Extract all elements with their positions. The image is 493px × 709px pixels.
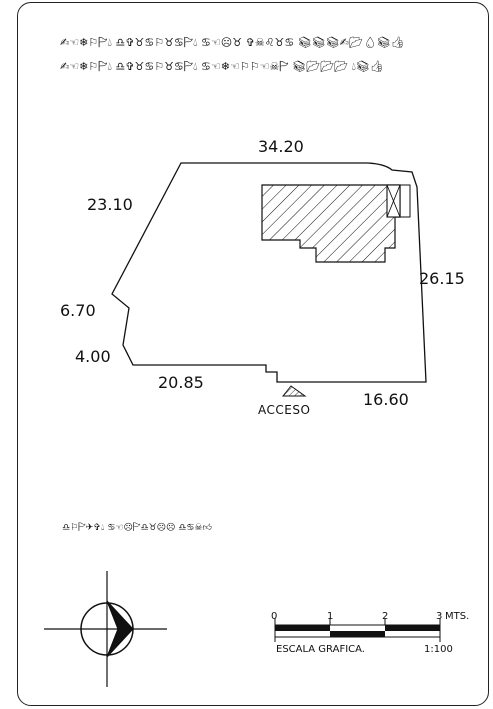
header-line-1: ✍︎☜︎❄︎⚐︎🏱︎💧︎ ♎︎✞︎♉︎♋︎⚐︎♉︎♋︎🏱︎💧︎ ♋︎☜︎☹︎♉︎… <box>60 36 405 49</box>
scale-caption: ESCALA GRAFICA. <box>276 644 365 655</box>
footnote-text: ♎︎⚐︎🏱︎✈︎✞︎💧︎ ♋︎☜︎☹︎🏱︎♎︎♉︎☹︎☹︎ ♎︎♋︎☠︎👍︎ <box>62 522 212 533</box>
scale-bar <box>274 618 441 642</box>
access-hatch-icon <box>281 385 307 397</box>
dimension-left-mid: 6.70 <box>60 301 96 320</box>
building-footprint <box>261 184 401 263</box>
scale-tick-0: 0 <box>271 611 277 622</box>
scale-tick-2: 2 <box>382 611 388 622</box>
north-arrow-icon <box>44 571 167 687</box>
dimension-top: 34.20 <box>258 137 304 156</box>
drawing-sheet <box>17 2 489 706</box>
lot-boundary <box>111 162 427 383</box>
scale-ratio: 1:100 <box>424 644 453 655</box>
access-label: ACCESO <box>258 403 310 417</box>
dimension-bottom-left: 20.85 <box>158 373 204 392</box>
dimension-left-upper: 23.10 <box>87 195 133 214</box>
header-line-2: ✍︎☜︎❄︎⚐︎🏱︎💧︎ ♎︎✞︎♉︎♋︎⚐︎♉︎♋︎🏱︎💧︎ ♋︎☜︎❄︎☜︎… <box>60 60 384 73</box>
dimension-right: 26.15 <box>419 269 465 288</box>
scale-unit: MTS. <box>445 611 469 622</box>
scale-tick-1: 1 <box>327 611 333 622</box>
scale-tick-3: 3 <box>436 611 442 622</box>
dimension-bottom-right: 16.60 <box>363 390 409 409</box>
dimension-left-low: 4.00 <box>75 347 111 366</box>
